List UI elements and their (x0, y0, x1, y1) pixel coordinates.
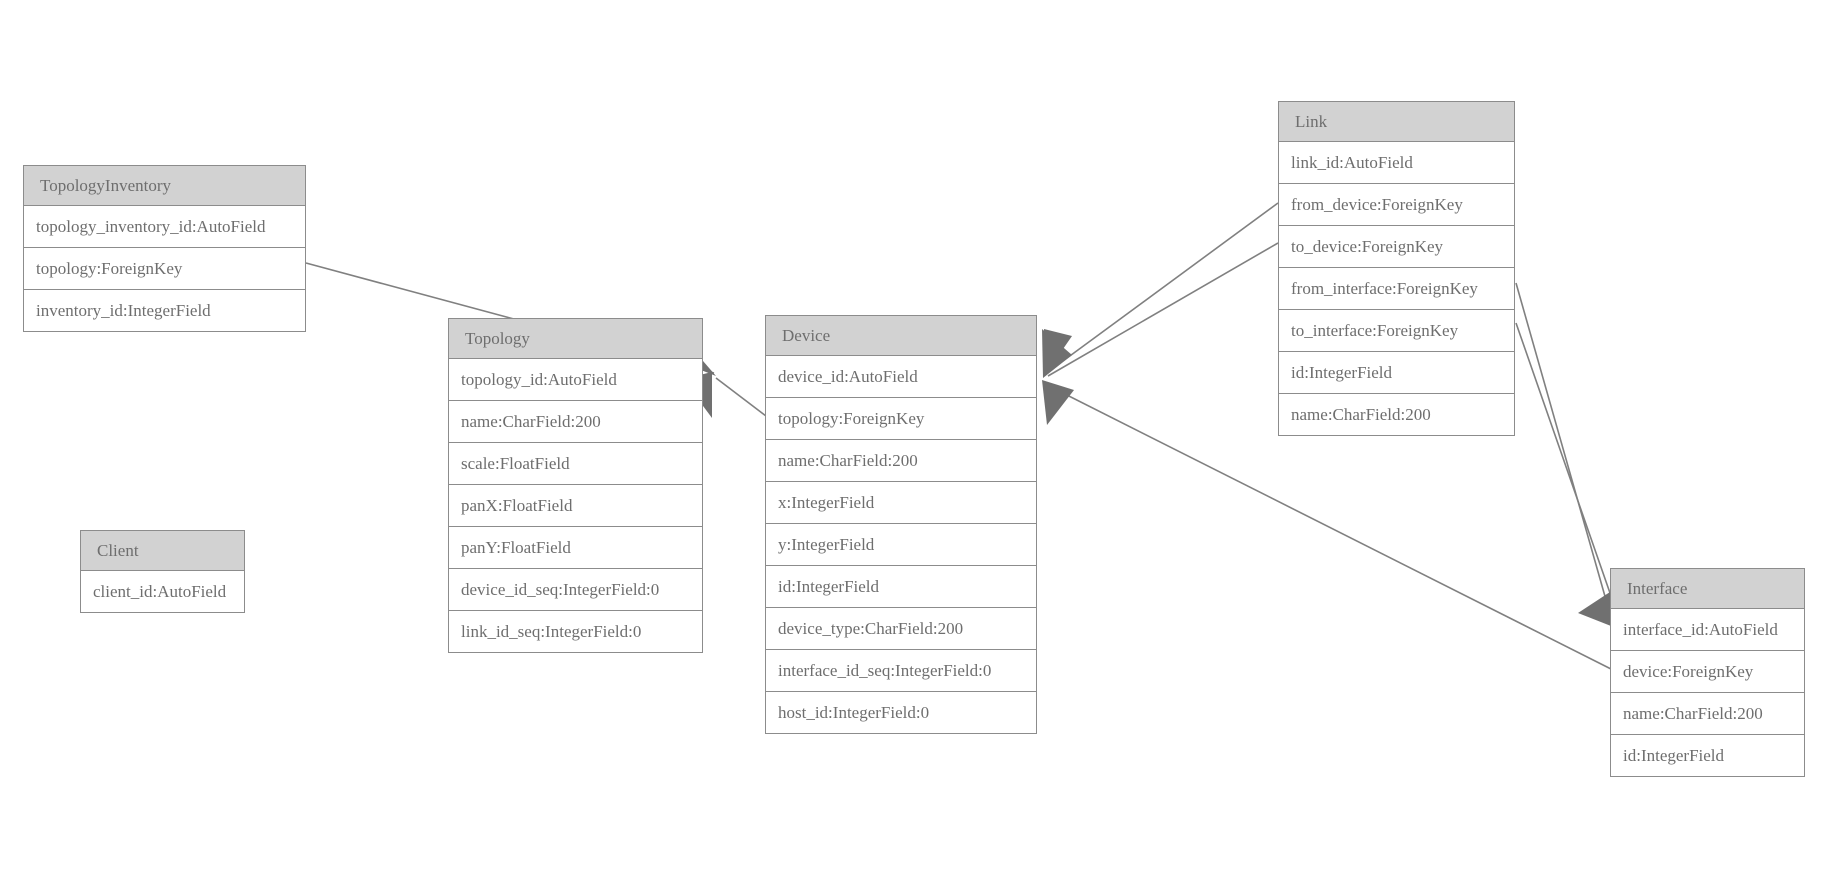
entity-interface-title: Interface (1611, 569, 1804, 609)
field-device-x: x:IntegerField (766, 482, 1036, 524)
entity-topology-title: Topology (449, 319, 702, 359)
field-device-topology: topology:ForeignKey (766, 398, 1036, 440)
entity-topologyinventory[interactable]: TopologyInventory topology_inventory_id:… (23, 165, 306, 332)
field-topology-name: name:CharField:200 (449, 401, 702, 443)
entity-topology[interactable]: Topology topology_id:AutoField name:Char… (448, 318, 703, 653)
field-device-y: y:IntegerField (766, 524, 1036, 566)
edge-link-from-interface-to-interface (1515, 282, 1611, 615)
edge-link-from-device-to-device (1043, 202, 1279, 378)
field-topology-foreignkey: topology:ForeignKey (24, 248, 305, 290)
field-device-idfield: id:IntegerField (766, 566, 1036, 608)
edge-link-to-interface-to-interface (1515, 322, 1619, 626)
field-device-type: device_type:CharField:200 (766, 608, 1036, 650)
field-topology-link-id-seq: link_id_seq:IntegerField:0 (449, 611, 702, 653)
field-link-from-interface: from_interface:ForeignKey (1279, 268, 1514, 310)
field-topology-inventory-id: topology_inventory_id:AutoField (24, 206, 305, 248)
field-topology-id: topology_id:AutoField (449, 359, 702, 401)
field-topology-panx: panX:FloatField (449, 485, 702, 527)
field-interface-id: interface_id:AutoField (1611, 609, 1804, 651)
field-link-to-interface: to_interface:ForeignKey (1279, 310, 1514, 352)
field-link-from-device: from_device:ForeignKey (1279, 184, 1514, 226)
field-inventory-id: inventory_id:IntegerField (24, 290, 305, 332)
entity-client[interactable]: Client client_id:AutoField (80, 530, 245, 613)
entity-topologyinventory-title: TopologyInventory (24, 166, 305, 206)
entity-interface[interactable]: Interface interface_id:AutoField device:… (1610, 568, 1805, 777)
field-topology-pany: panY:FloatField (449, 527, 702, 569)
entity-client-title: Client (81, 531, 244, 571)
field-link-idfield: id:IntegerField (1279, 352, 1514, 394)
field-link-name: name:CharField:200 (1279, 394, 1514, 436)
field-device-interface-id-seq: interface_id_seq:IntegerField:0 (766, 650, 1036, 692)
entity-link[interactable]: Link link_id:AutoField from_device:Forei… (1278, 101, 1515, 436)
field-topology-scale: scale:FloatField (449, 443, 702, 485)
field-device-name: name:CharField:200 (766, 440, 1036, 482)
edge-link-to-device-to-device (1042, 242, 1279, 378)
field-link-id: link_id:AutoField (1279, 142, 1514, 184)
field-device-id: device_id:AutoField (766, 356, 1036, 398)
field-device-host-id: host_id:IntegerField:0 (766, 692, 1036, 734)
field-client-id: client_id:AutoField (81, 571, 244, 613)
field-interface-idfield: id:IntegerField (1611, 735, 1804, 777)
field-topology-device-id-seq: device_id_seq:IntegerField:0 (449, 569, 702, 611)
entity-device-title: Device (766, 316, 1036, 356)
entity-device[interactable]: Device device_id:AutoField topology:Fore… (765, 315, 1037, 734)
field-interface-device: device:ForeignKey (1611, 651, 1804, 693)
field-link-to-device: to_device:ForeignKey (1279, 226, 1514, 268)
field-interface-name: name:CharField:200 (1611, 693, 1804, 735)
entity-link-title: Link (1279, 102, 1514, 142)
